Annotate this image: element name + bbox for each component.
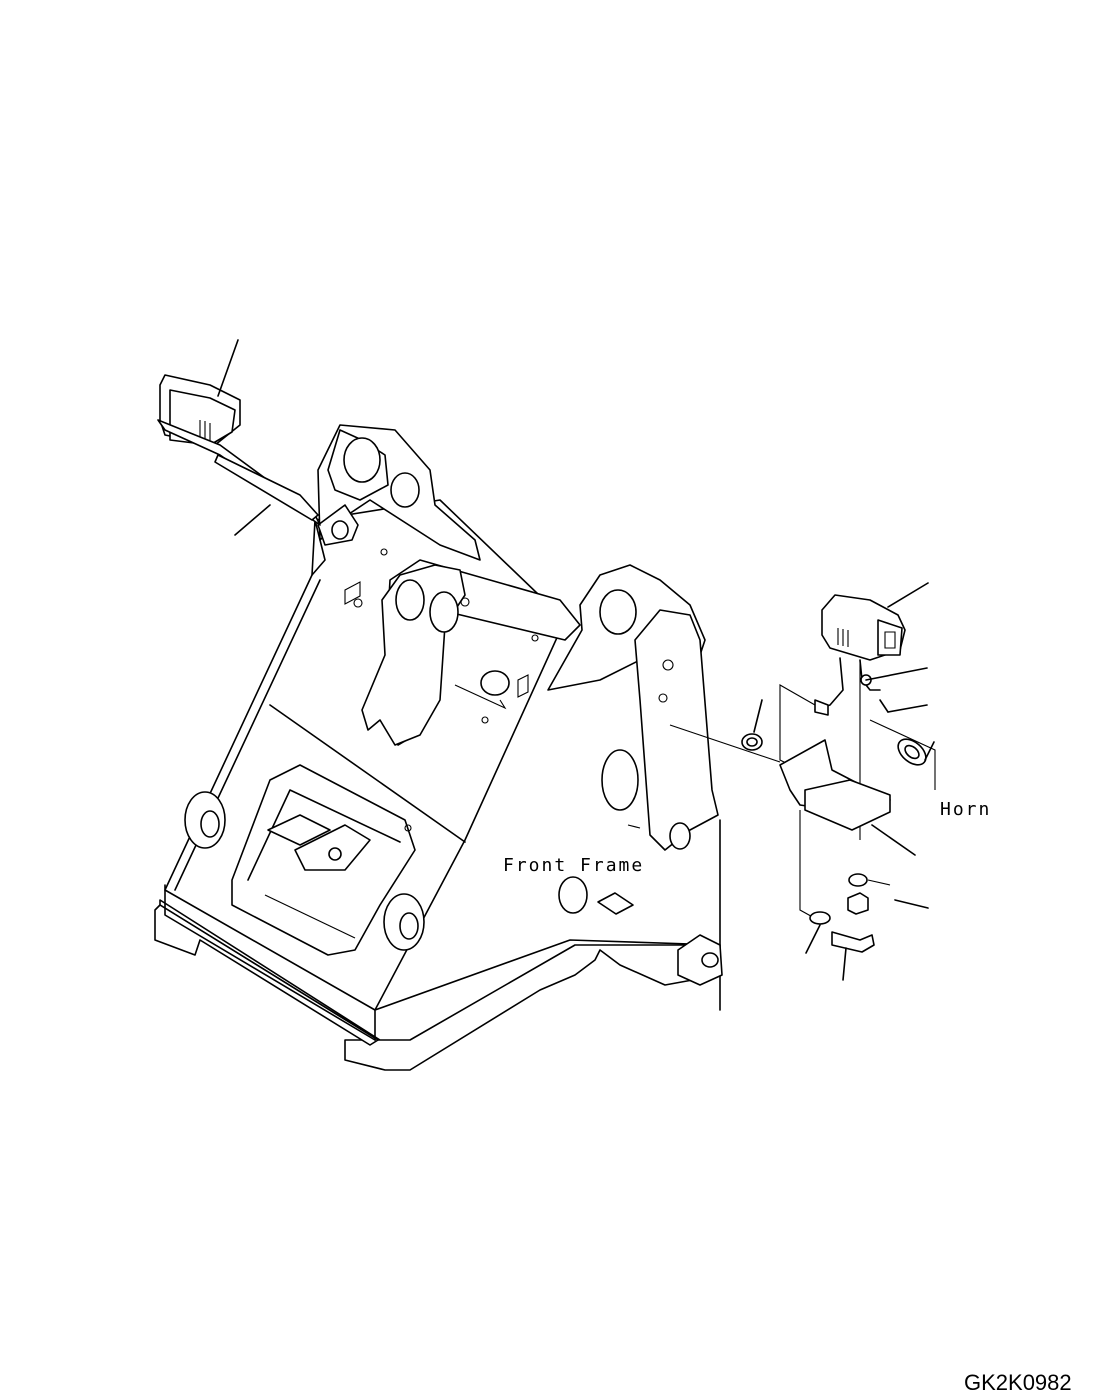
front-frame	[154, 499, 721, 1071]
right-lamp	[779, 582, 936, 840]
horn-assembly	[669, 699, 935, 981]
front-frame-label: Front Frame	[503, 855, 644, 876]
left-lamp	[157, 339, 321, 536]
left-tower	[311, 424, 481, 576]
horn-label: Horn	[940, 799, 991, 820]
drawing-code: GK2K0982	[964, 1370, 1072, 1395]
right-tower	[547, 564, 723, 1011]
center-arms	[361, 559, 581, 746]
